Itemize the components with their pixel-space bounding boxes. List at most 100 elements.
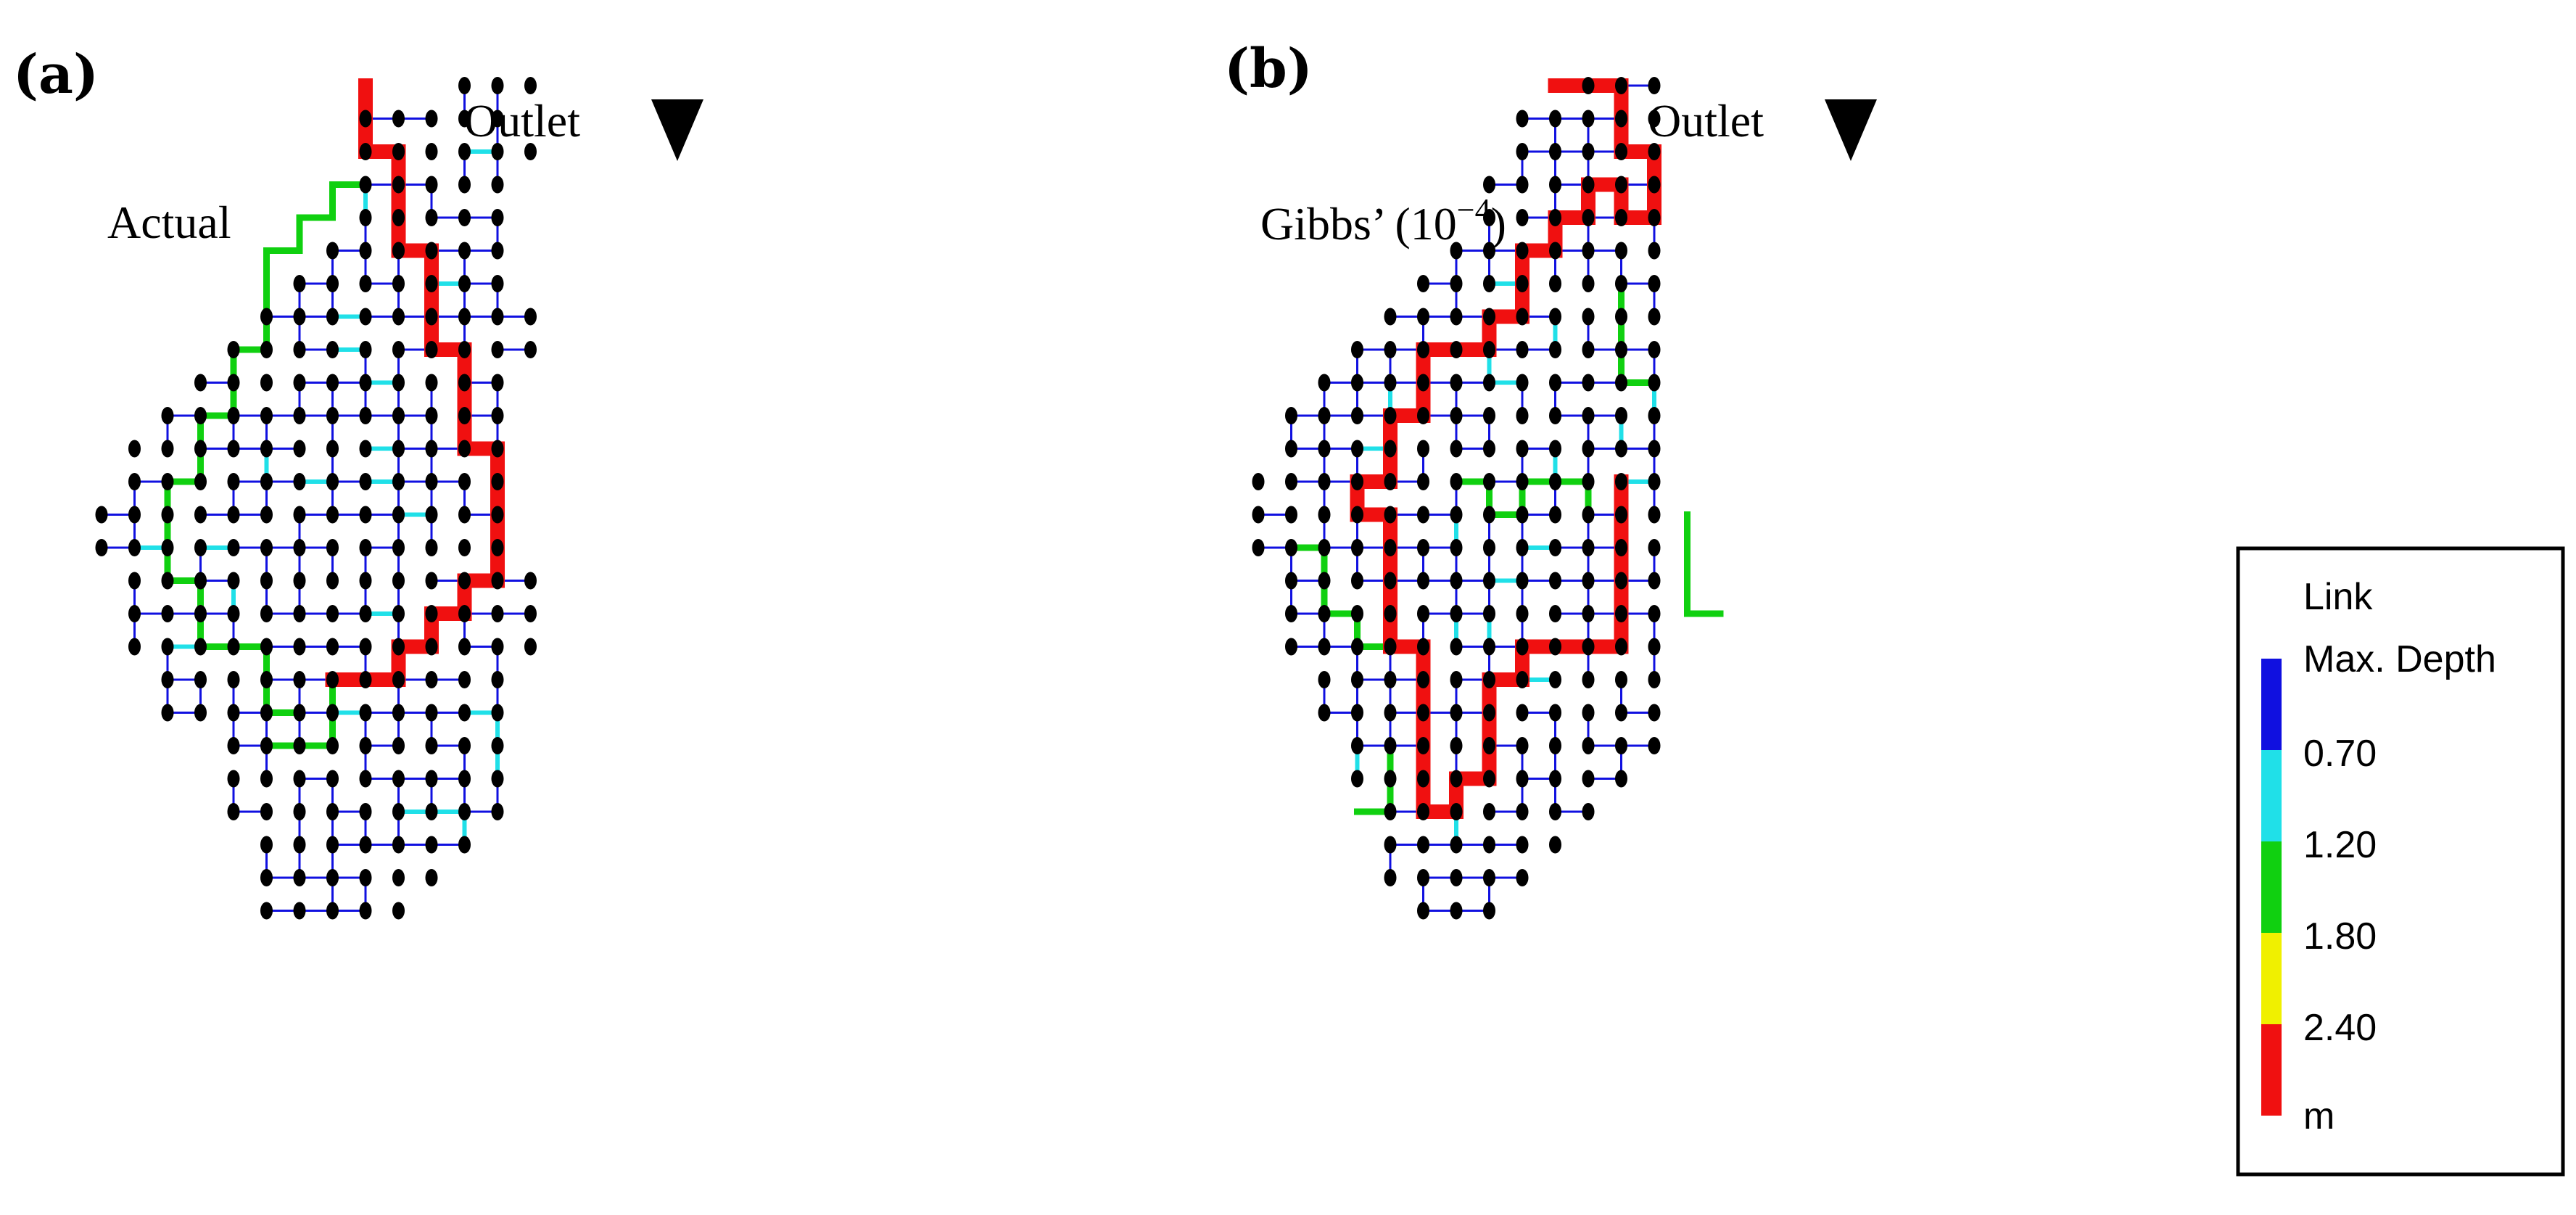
network-node [359,176,372,194]
network-node [359,242,372,260]
network-node [128,539,141,556]
network-node [326,572,339,590]
network-node [260,473,273,490]
network-node [1549,440,1561,458]
network-node [260,671,273,688]
network-node [326,242,339,260]
network-node [1615,704,1627,722]
network-node [1615,308,1627,326]
network-node [128,638,141,656]
network-node [425,374,438,392]
network-node [1516,539,1529,556]
network-node [1384,407,1397,424]
network-node [1648,638,1661,656]
network-node [458,572,471,590]
network-node [293,374,306,392]
network-node [1351,341,1363,358]
network-node [1516,341,1529,358]
network-node [491,539,504,556]
network-node [1549,671,1561,688]
network-node [293,770,306,788]
network-node [425,341,438,358]
network-node [1582,605,1595,622]
network-node [1417,407,1429,424]
network-node [425,836,438,854]
network-node [1483,407,1495,424]
network-node [1549,506,1561,524]
network-node [1450,671,1463,688]
network-node [524,143,537,160]
network-node [293,539,306,556]
network-node [1417,869,1429,886]
network-node [293,440,306,458]
network-node [293,407,306,424]
network-node [491,803,504,820]
network-node [359,902,372,920]
network-node [458,308,471,326]
network-node [1483,539,1495,556]
network-node [1582,539,1595,556]
network-node [194,407,207,424]
network-node [1582,572,1595,590]
network-node [1351,704,1363,722]
network-node [359,143,372,160]
network-node [1450,869,1463,886]
network-node [293,341,306,358]
network-node [1516,803,1529,820]
network-node [1417,605,1429,622]
network-node [392,836,405,854]
network-node [194,473,207,490]
outlet-a-marker [651,99,703,161]
network-node [293,902,306,920]
network-node [359,803,372,820]
network-node [1351,671,1363,688]
network-node [1417,341,1429,358]
network-node [1582,275,1595,292]
network-node [1648,341,1661,358]
network-node [1582,671,1595,688]
network-node [1648,242,1661,260]
network-node [1582,110,1595,128]
network-node [1318,440,1331,458]
network-node [359,110,372,128]
network-node [491,572,504,590]
network-node [1648,737,1661,754]
network-node [260,737,273,754]
network-node [1483,704,1495,722]
network-node [326,539,339,556]
network-node [1615,638,1627,656]
network-node [1582,374,1595,392]
network-node [95,539,108,556]
network-node [1285,638,1297,656]
network-node [1648,209,1661,226]
network-node [458,605,471,622]
network-node [1384,770,1397,788]
network-node [1648,704,1661,722]
network-node [1318,572,1331,590]
network-node [359,341,372,358]
network-node [1615,605,1627,622]
network-node [1549,704,1561,722]
network-node [425,539,438,556]
network-node [1450,572,1463,590]
legend-box [2236,546,2565,1177]
network-node [161,704,174,722]
network-node [1417,671,1429,688]
network-node [194,572,207,590]
network-node [1252,539,1265,556]
network-node [1450,638,1463,656]
network-node [293,506,306,524]
network-node [392,737,405,754]
network-node [1318,506,1331,524]
network-node [1417,275,1429,292]
network-node [1483,506,1495,524]
network-node [359,440,372,458]
network-node [359,209,372,226]
network-node [326,869,339,886]
network-node [1615,671,1627,688]
network-node [359,671,372,688]
network-node [326,836,339,854]
network-node [1483,473,1495,490]
network-node [1483,572,1495,590]
